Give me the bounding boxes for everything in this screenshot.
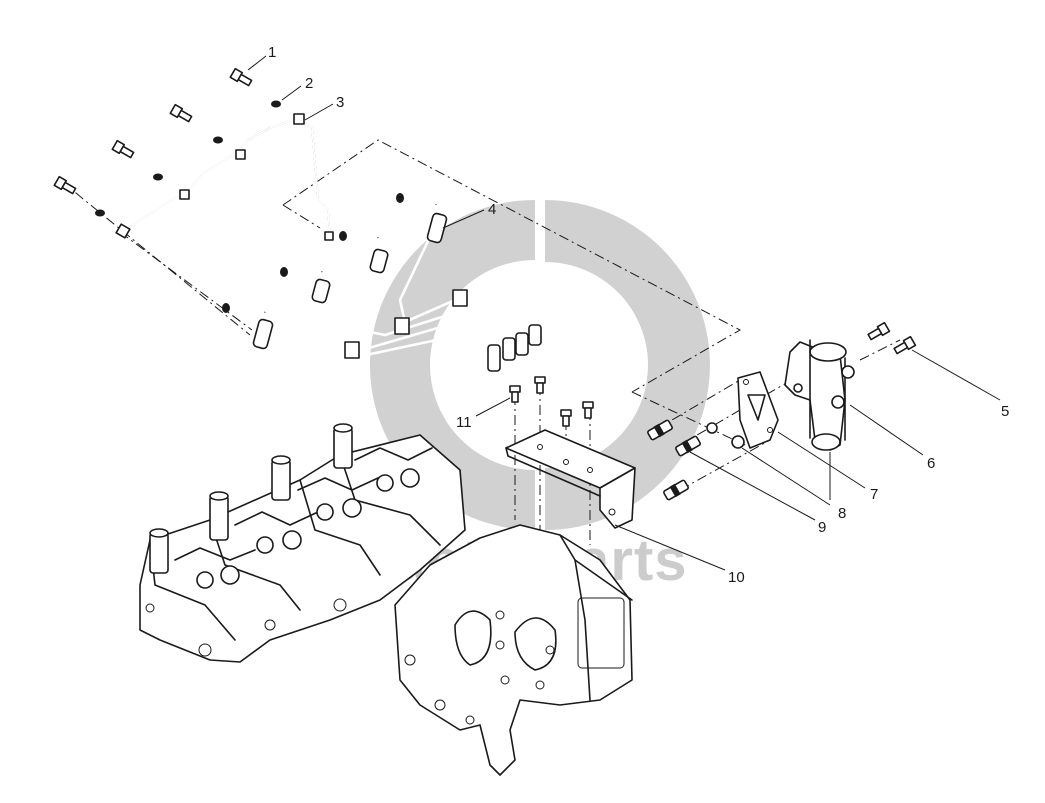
bolt-icon [169,103,193,123]
fitting-icon [675,435,701,457]
callout-5: 5 [1001,403,1009,420]
bolt-icon [111,139,135,159]
rocker-arms [174,447,433,589]
injector-pipes-item-4 [252,204,542,372]
cylinder-head-assembly [139,423,466,663]
callout-6: 6 [927,455,935,472]
thermostat-housing-item-6 [784,339,855,451]
washer-icon [153,173,163,181]
callout-11: 11 [456,414,472,431]
bolt-icon [534,376,546,394]
callout-4: 4 [488,201,496,218]
fitting-icon [647,419,673,441]
gear-housing [394,524,633,776]
leak-off-pipe-item-3 [115,113,334,241]
bracket-item-10 [505,429,636,529]
fitting-icon [663,479,689,501]
bolts-item-1 [53,67,253,195]
callout-7: 7 [870,486,878,503]
washer-icon [95,209,105,217]
washer-icon [271,100,281,108]
callout-10: 10 [728,569,745,586]
callout-3: 3 [336,94,344,111]
bolts-item-5 [867,321,917,355]
callout-8: 8 [838,505,846,522]
valve-stems [149,423,353,574]
bolt-icon [509,385,521,403]
washer-icon [280,267,288,277]
washer-icon [222,303,230,313]
bolt-icon [582,401,594,419]
gasket-item-7 [737,371,779,449]
callout-labels: 1 2 3 4 5 6 7 8 9 10 11 [268,44,1009,586]
callout-2: 2 [305,75,313,92]
callout-9: 9 [818,519,826,536]
bolts-item-11 [509,376,594,427]
callout-leaders [247,55,1001,571]
nut-icon [731,435,745,449]
fittings-item-8-9 [647,419,745,501]
washer-icon [213,136,223,144]
bolt-icon [53,175,77,195]
bolt-icon [867,321,891,341]
bolt-icon [229,67,253,87]
bolt-icon [893,335,917,355]
bolt-icon [560,409,572,427]
washer-icon [339,231,347,241]
callout-1: 1 [268,44,276,61]
washer-icon [396,193,404,203]
nut-icon [706,422,718,434]
washers-item-2 [95,100,404,313]
